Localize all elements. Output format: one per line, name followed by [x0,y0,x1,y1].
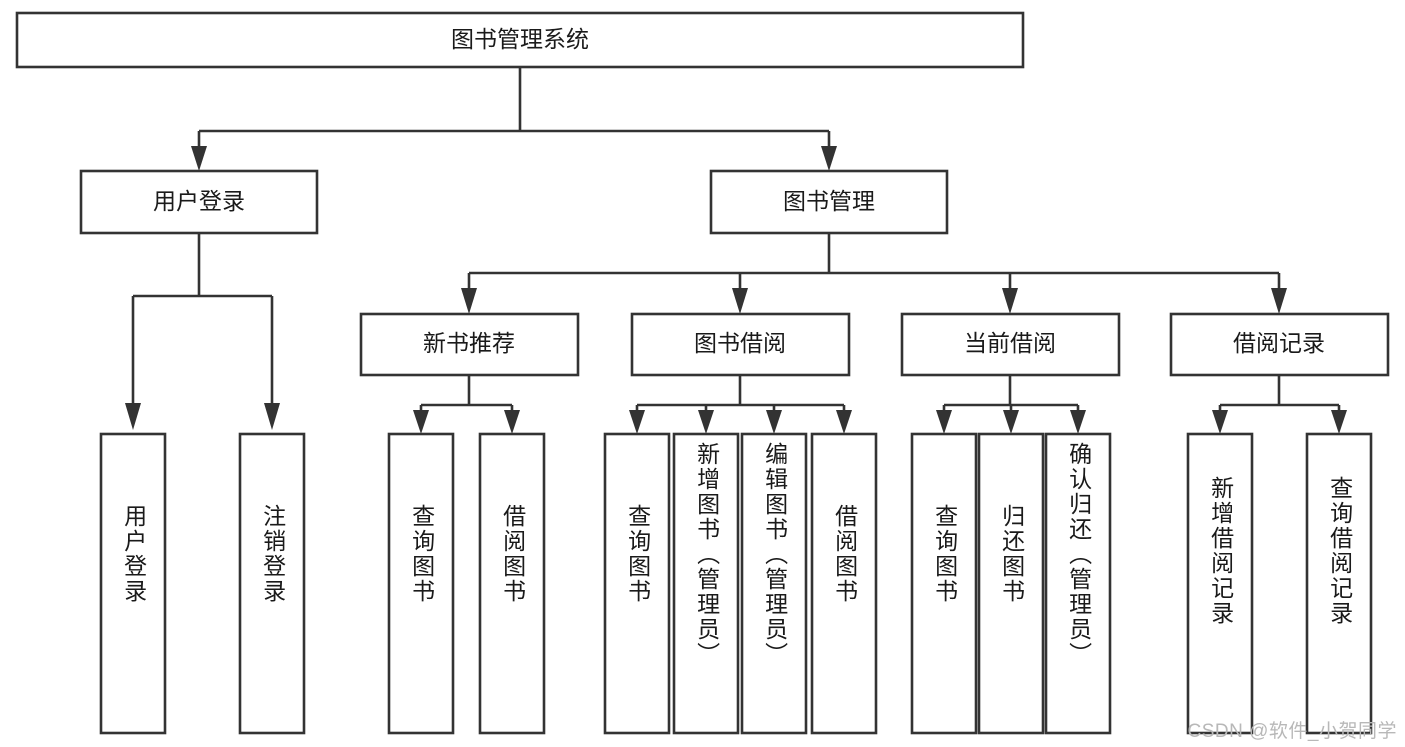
node-book-manage[interactable]: 图书管理 [709,169,949,235]
arrowhead-leaf-borrow-book-2 [836,410,852,434]
leaf-box-leaf-add-record[interactable] [1186,432,1254,735]
node-borrow-record[interactable]: 借阅记录 [1169,312,1390,377]
arrowhead-leaf-query-book-1 [413,410,429,434]
node-book-manage-label: 图书管理 [783,188,875,214]
arrowhead-leaf-add-record [1212,410,1228,434]
leaf-box-leaf-query-book-3[interactable] [910,432,978,735]
node-book-borrow-box[interactable] [630,312,851,377]
node-user-login-label: 用户登录 [153,188,245,214]
connector-group-bookmanage [461,233,1287,314]
connector-group-userlogin [125,233,280,430]
leaf-box-leaf-user-login[interactable] [99,432,167,735]
arrowhead-current-borrow [1002,288,1018,314]
arrowhead-leaf-edit-book [766,410,782,434]
leaf-box-leaf-borrow-book-1[interactable] [478,432,546,735]
node-root-box[interactable] [15,11,1025,69]
node-root[interactable]: 图书管理系统 [15,11,1025,69]
connector-group-currentborrow [936,375,1086,434]
arrowhead-leaf-query-record [1331,410,1347,434]
node-borrow-record-label: 借阅记录 [1233,330,1325,356]
leaf-box-leaf-query-record[interactable] [1305,432,1373,735]
arrowhead-leaf-add-book [698,410,714,434]
arrowhead-leaf-return-book [1003,410,1019,434]
arrowhead-leaf-borrow-book-1 [504,410,520,434]
leaf-box-leaf-query-book-1[interactable] [387,432,455,735]
arrowhead-borrow-record [1271,288,1287,314]
node-borrow-record-box[interactable] [1169,312,1390,377]
arrowhead-leaf-confirm-return [1070,410,1086,434]
arrowhead-bookmanage [821,146,837,171]
node-current-borrow-box[interactable] [900,312,1121,377]
arrowhead-leaf-logout-login [264,403,280,430]
arrowhead-book-borrow [732,288,748,314]
leaf-box-leaf-query-book-2[interactable] [603,432,671,735]
node-book-borrow-label: 图书借阅 [694,330,786,356]
leaf-box-leaf-add-book[interactable] [672,432,740,735]
arrowhead-leaf-user-login [125,403,141,430]
arrowhead-new-book-rec [461,288,477,314]
leaf-box-leaf-edit-book[interactable] [740,432,808,735]
connector-group-borrowrecord [1212,375,1347,434]
node-new-book-rec[interactable]: 新书推荐 [359,312,580,377]
leaf-boxes [99,432,1373,735]
node-root-label: 图书管理系统 [451,26,589,52]
node-book-manage-box[interactable] [709,169,949,235]
connector-group-root [191,67,837,171]
connector-group-newbookrec [413,375,520,434]
node-current-borrow[interactable]: 当前借阅 [900,312,1121,377]
node-new-book-rec-label: 新书推荐 [423,330,515,356]
node-user-login-box[interactable] [79,169,319,235]
node-user-login[interactable]: 用户登录 [79,169,319,235]
node-book-borrow[interactable]: 图书借阅 [630,312,851,377]
node-new-book-rec-box[interactable] [359,312,580,377]
leaf-box-leaf-return-book[interactable] [977,432,1045,735]
leaf-box-leaf-borrow-book-2[interactable] [810,432,878,735]
leaf-box-leaf-logout-login[interactable] [238,432,306,735]
arrowhead-leaf-query-book-3 [936,410,952,434]
leaf-box-leaf-confirm-return[interactable] [1044,432,1112,735]
connector-group-bookborrow [629,375,852,434]
csdn-watermark: CSDN @软件_小贺同学 [1187,721,1397,742]
arrowhead-userlogin [191,146,207,171]
node-current-borrow-label: 当前借阅 [964,330,1056,356]
arrowhead-leaf-query-book-2 [629,410,645,434]
